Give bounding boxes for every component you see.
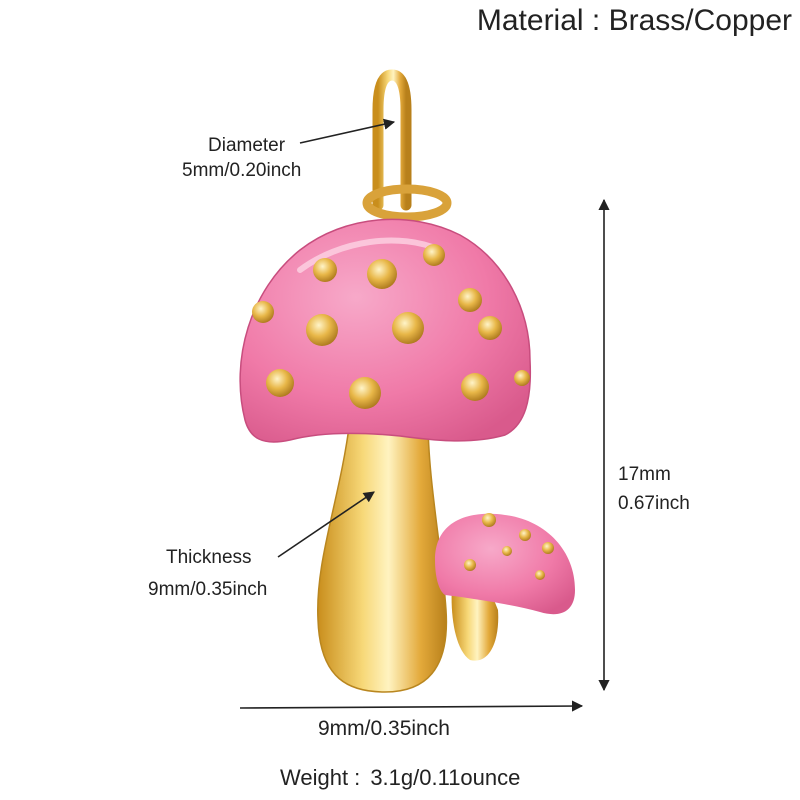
height-inch-value: 0.67inch bbox=[618, 493, 690, 514]
small-mushroom-icon bbox=[435, 513, 575, 661]
material-title: Material : Brass/Copper bbox=[476, 4, 792, 37]
dimension-arrows bbox=[239, 118, 610, 712]
width-value: 9mm/0.35inch bbox=[318, 717, 450, 740]
diameter-value: 5mm/0.20inch bbox=[182, 160, 302, 181]
weight-line: Weight : 3.1g/0.11ounce bbox=[280, 765, 520, 791]
diameter-label: Diameter bbox=[208, 135, 286, 156]
thickness-arrow bbox=[277, 491, 375, 558]
height-mm-value: 17mm bbox=[618, 464, 671, 485]
diameter-arrow bbox=[299, 118, 396, 144]
mushroom-stem-icon bbox=[317, 419, 448, 693]
mushroom-cap-icon bbox=[239, 218, 532, 443]
weight-label: Weight : bbox=[280, 765, 361, 790]
weight-value: 3.1g/0.11ounce bbox=[370, 765, 521, 790]
thickness-label: Thickness bbox=[166, 547, 252, 568]
jump-ring-icon bbox=[362, 69, 452, 222]
width-arrow bbox=[239, 700, 584, 712]
thickness-value: 9mm/0.35inch bbox=[148, 579, 268, 600]
